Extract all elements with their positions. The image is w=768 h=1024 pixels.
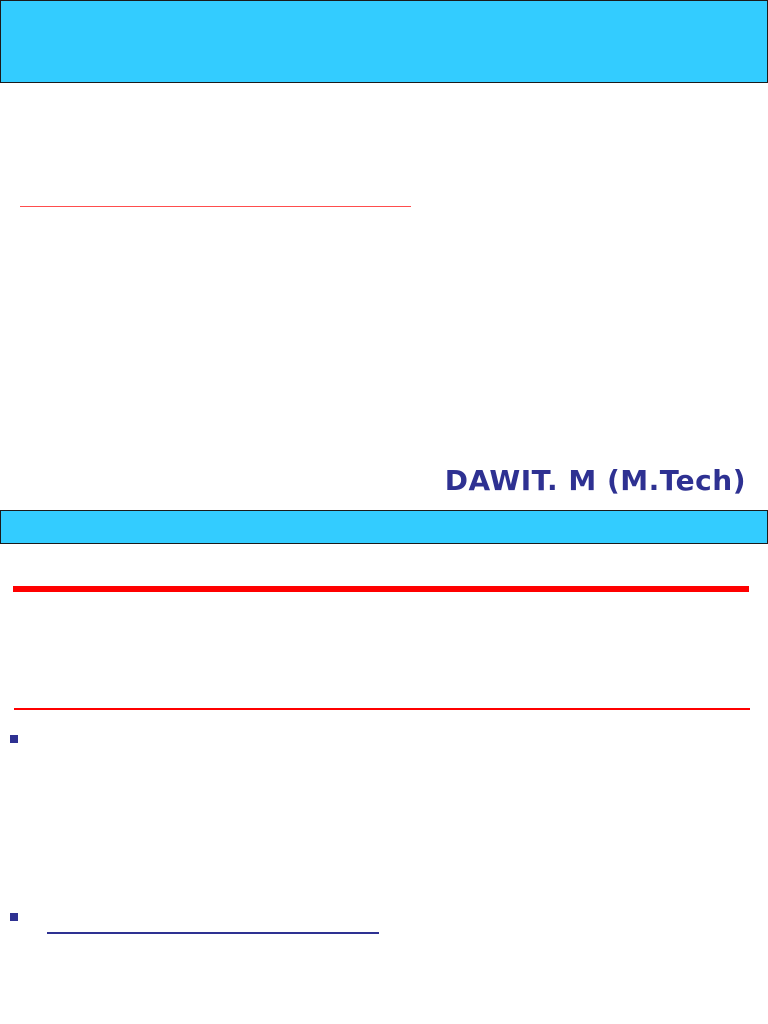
- author-name: DAWIT. M (M.Tech): [444, 464, 746, 497]
- square-bullet-icon: [10, 735, 18, 743]
- square-bullet-icon: [10, 913, 18, 921]
- slide-two-heading-rule: [13, 586, 749, 592]
- slide-two-title-banner: [0, 510, 768, 544]
- slide-two-section-rule: [14, 708, 750, 710]
- slide-one-title-underline: [20, 206, 411, 207]
- slide-one-title-banner: [0, 0, 768, 83]
- bullet-link-underline: [47, 932, 379, 934]
